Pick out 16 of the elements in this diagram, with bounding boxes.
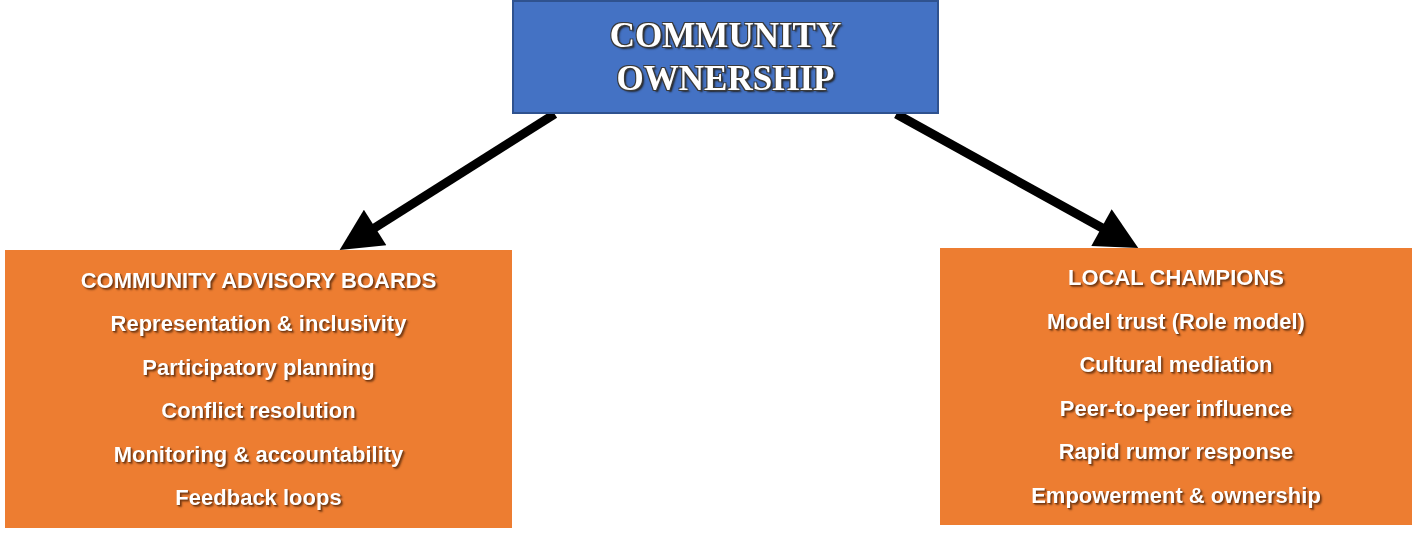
category-box [5, 250, 512, 528]
category-box [940, 248, 1412, 525]
box-title: COMMUNITY OWNERSHIP [608, 15, 843, 100]
list-item: Monitoring & accountability [113, 440, 404, 469]
list-item: Representation & inclusivity [110, 310, 407, 338]
list-item: Empowerment & ownership [1031, 481, 1321, 510]
list-item: Participatory planning [142, 353, 375, 382]
list-item: Model trust (Role model) [1047, 307, 1305, 336]
box-heading: COMMUNITY ADVISORY BOARDS [80, 266, 437, 295]
concept-box [512, 0, 939, 114]
list-item: Conflict resolution [161, 397, 356, 425]
list-item: Cultural mediation [1079, 351, 1273, 379]
box-heading: LOCAL CHAMPIONS [1068, 264, 1284, 292]
list-item: Rapid rumor response [1058, 438, 1294, 466]
list-item: Feedback loops [175, 484, 342, 512]
list-item: Peer-to-peer influence [1059, 394, 1293, 423]
